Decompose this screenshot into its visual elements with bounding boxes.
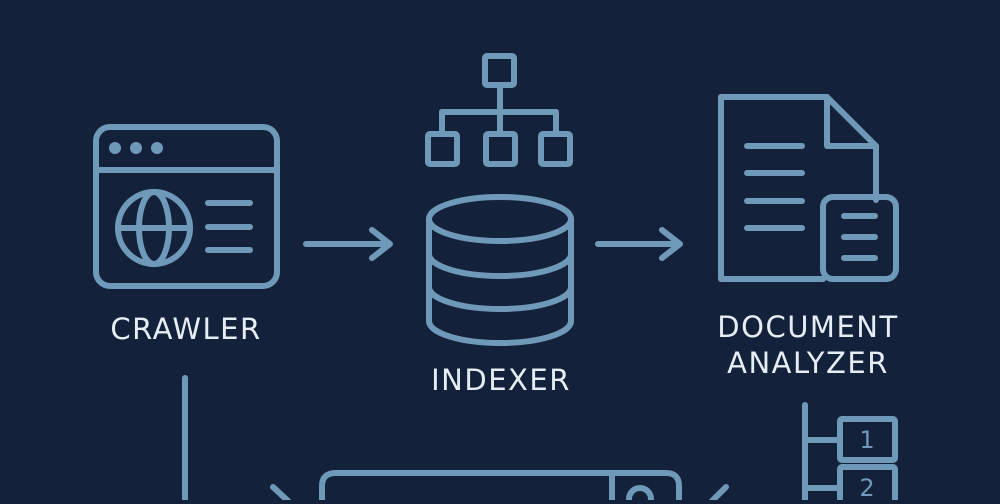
search-bar-icon <box>319 470 682 504</box>
database-hierarchy-icon <box>425 53 574 346</box>
indexer-label: INDEXER <box>431 363 571 397</box>
arrow-from-list <box>709 484 729 504</box>
document-icon <box>718 94 899 282</box>
browser-globe-icon <box>93 124 280 289</box>
list-item-number: 2 <box>859 474 874 500</box>
numbered-list-icon: 1 2 <box>802 402 898 504</box>
arrow-crawler-to-indexer <box>303 227 393 261</box>
arrow-into-bottom-node <box>270 484 291 504</box>
arrow-indexer-to-analyzer <box>595 227 683 261</box>
document-analyzer-label: DOCUMENT ANALYZER <box>717 310 899 380</box>
list-item-number: 1 <box>859 426 874 454</box>
crawler-label: CRAWLER <box>110 312 262 346</box>
